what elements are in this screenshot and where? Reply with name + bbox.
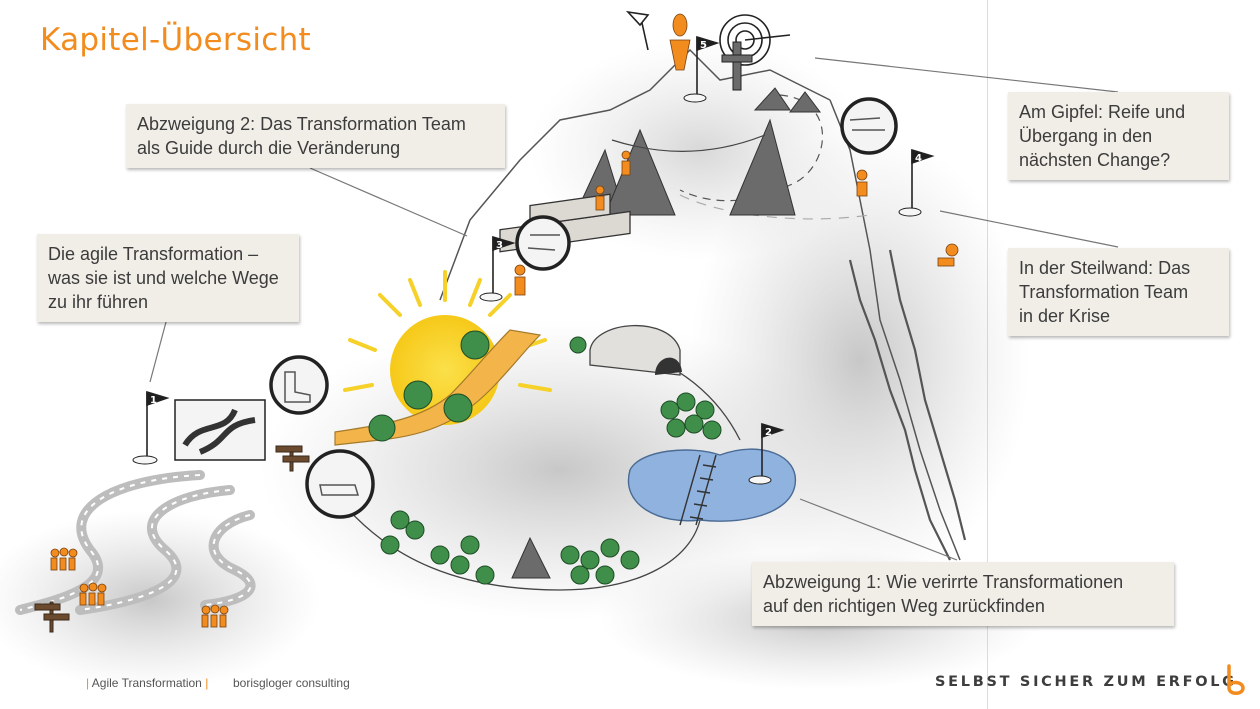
milestone-flags xyxy=(146,10,935,480)
summit-target xyxy=(719,14,791,66)
flag-bases xyxy=(132,93,922,485)
callout-abzweigung-2: Abzweigung 2: Das Transformation Team al… xyxy=(126,104,505,168)
callout-leader-lines xyxy=(149,57,1119,561)
summit-trail xyxy=(679,94,824,202)
flag-5-number: 5 xyxy=(700,40,707,51)
callout-agile-line-3: zu ihr führen xyxy=(48,292,149,312)
footer-left: | Agile Transformation | borisgloger con… xyxy=(86,676,350,690)
brand-logo-icon xyxy=(1227,664,1245,695)
callout-abzweigung-2-line-2: als Guide durch die Veränderung xyxy=(137,138,401,158)
slide-title: Kapitel-Übersicht xyxy=(40,22,311,58)
summit-cross xyxy=(721,41,753,91)
callout-agile-line-2: was sie ist und welche Wege xyxy=(48,268,279,288)
flag-2-number: 2 xyxy=(765,427,772,438)
mountain-outline xyxy=(439,48,967,561)
traverse-trail xyxy=(679,194,871,220)
bridge xyxy=(679,454,717,526)
mountain-peaks xyxy=(511,87,821,579)
flag-3-number: 3 xyxy=(496,240,503,251)
climber-figures xyxy=(514,13,959,296)
flag-1-number: 1 xyxy=(150,395,157,406)
footer-project: Agile Transformation xyxy=(91,676,202,690)
callout-abzweigung-1-line-1: Abzweigung 1: Wie verirrte Transformatio… xyxy=(763,572,1124,592)
callout-agile-line-1: Die agile Transformation – xyxy=(48,244,259,264)
callout-steilwand-line-3: in der Krise xyxy=(1019,306,1111,326)
tunnel xyxy=(589,324,682,376)
trees xyxy=(368,330,722,585)
flag-4-number: 4 xyxy=(915,153,922,164)
callout-agile-transformation: Die agile Transformation – was sie ist u… xyxy=(37,234,299,322)
signposts xyxy=(34,445,310,633)
rope-bridge xyxy=(611,134,766,152)
callout-gipfel-line-1: Am Gipfel: Reife und xyxy=(1019,102,1186,122)
callout-gipfel-line-3: nächsten Change? xyxy=(1019,150,1171,170)
callout-steilwand-line-2: Transformation Team xyxy=(1019,282,1189,302)
callout-gipfel-line-2: Übergang in den xyxy=(1019,126,1153,146)
callout-steilwand-line-1: In der Steilwand: Das xyxy=(1019,258,1191,278)
callout-abzweigung-1: Abzweigung 1: Wie verirrte Transformatio… xyxy=(752,562,1174,626)
callout-gipfel: Am Gipfel: Reife und Übergang in den näc… xyxy=(1008,92,1229,180)
callout-abzweigung-2-line-1: Abzweigung 2: Das Transformation Team xyxy=(137,114,466,134)
footer-company: borisgloger consulting xyxy=(233,676,350,690)
lake xyxy=(627,448,796,522)
roadmap-board xyxy=(174,399,266,461)
chapter-icon-contents xyxy=(284,117,885,496)
callout-abzweigung-1-line-2: auf den richtigen Weg zurückfinden xyxy=(763,596,1045,616)
footer-slogan: SELBST SICHER ZUM ERFOLG xyxy=(935,674,1237,690)
team-figures xyxy=(50,547,229,628)
callout-steilwand: In der Steilwand: Das Transformation Tea… xyxy=(1008,248,1229,336)
